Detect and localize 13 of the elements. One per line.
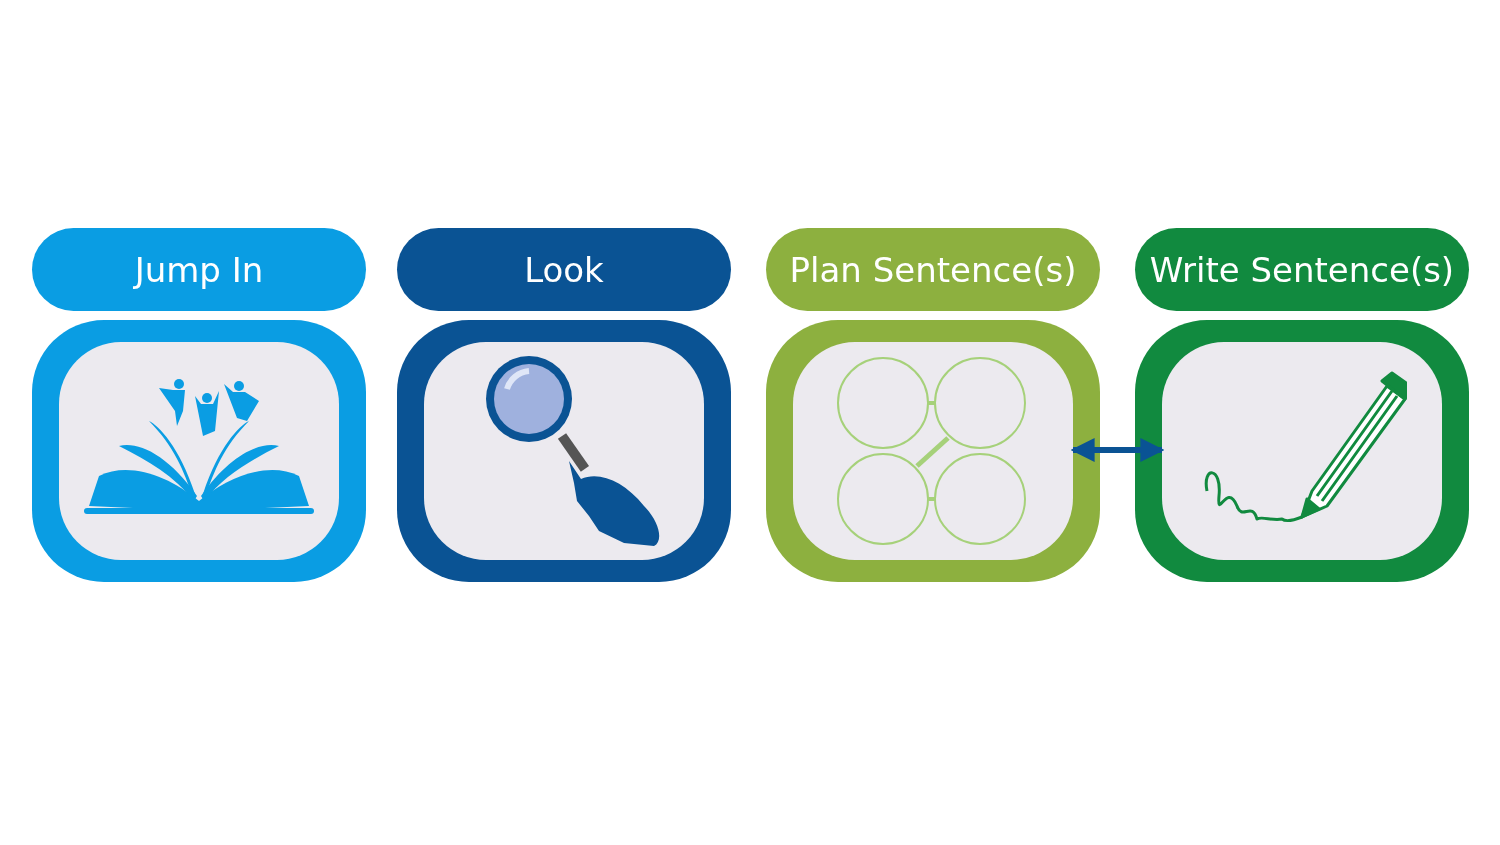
card-frame	[1135, 320, 1469, 582]
picture-panel	[1162, 342, 1442, 560]
picture-panel	[793, 342, 1073, 560]
step-header: Jump In	[32, 228, 366, 311]
step-header: Plan Sentence(s)	[766, 228, 1100, 311]
step-header: Write Sentence(s)	[1135, 228, 1469, 311]
card-frame	[32, 320, 366, 582]
picture-panel	[59, 342, 339, 560]
step-header: Look	[397, 228, 731, 311]
card-frame	[766, 320, 1100, 582]
card-frame	[397, 320, 731, 582]
double-arrow	[1070, 438, 1165, 462]
picture-panel	[424, 342, 704, 560]
